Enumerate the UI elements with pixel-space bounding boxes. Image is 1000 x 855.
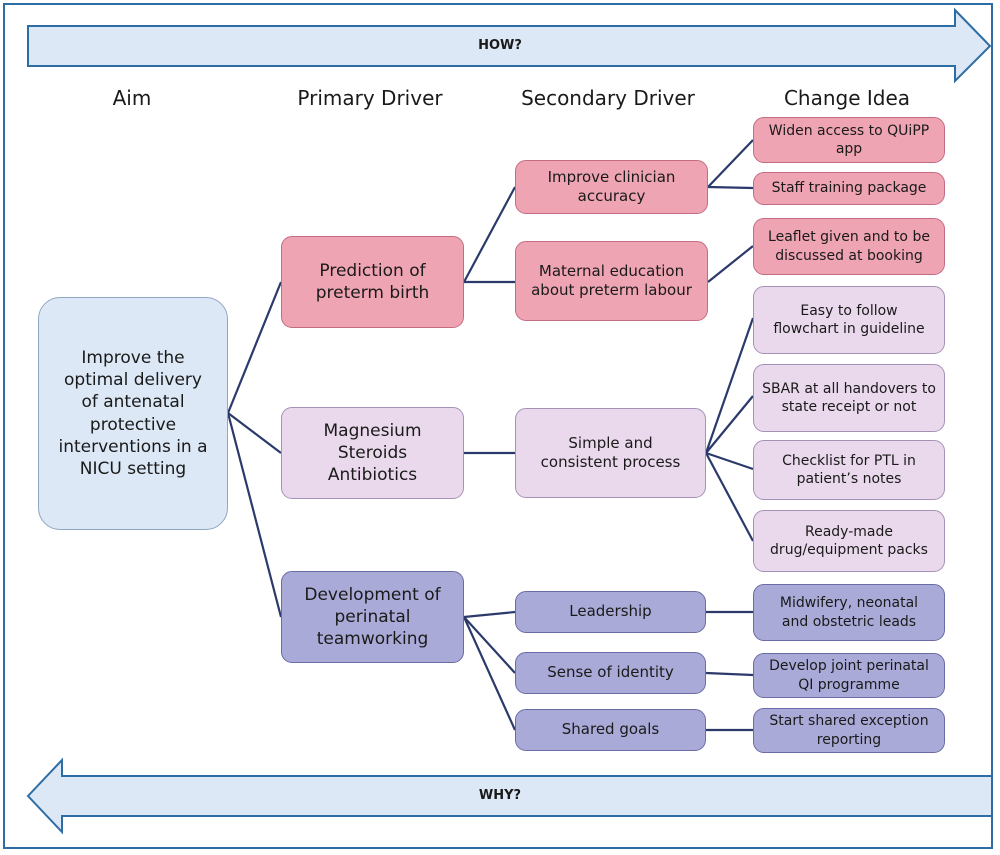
connector-s3-c7 bbox=[705, 452, 754, 542]
why-label: WHY? bbox=[478, 788, 522, 803]
aim-box: Improve the optimal delivery of antenata… bbox=[38, 297, 228, 530]
change-idea-qi-programme: Develop joint perinatal QI programme bbox=[753, 653, 945, 698]
connector-p3-s4 bbox=[463, 610, 516, 619]
connector-s3-c6 bbox=[705, 451, 754, 471]
connector-s3-c4 bbox=[704, 317, 755, 454]
connector-s3-c5 bbox=[705, 395, 754, 454]
primary-driver-teamworking: Development of perinatal teamworking bbox=[281, 571, 464, 663]
connector-aim-primary-1 bbox=[226, 281, 283, 414]
change-idea-leaflet: Leaflet given and to be discussed at boo… bbox=[753, 218, 945, 275]
header-aim: Aim bbox=[112, 86, 152, 110]
why-arrow bbox=[26, 757, 993, 835]
secondary-driver-leadership: Leadership bbox=[515, 591, 706, 633]
connector-aim-primary-2 bbox=[227, 412, 282, 454]
change-idea-drug-packs: Ready-made drug/equipment packs bbox=[753, 510, 945, 572]
connector-s1-c1 bbox=[707, 139, 754, 188]
how-label: HOW? bbox=[478, 38, 522, 53]
change-idea-sbar: SBAR at all handovers to state receipt o… bbox=[753, 364, 945, 432]
connector-s5-c9 bbox=[705, 671, 754, 677]
secondary-driver-process: Simple and consistent process bbox=[515, 408, 706, 498]
header-change-idea: Change Idea bbox=[783, 86, 911, 110]
primary-driver-prediction: Prediction of preterm birth bbox=[281, 236, 464, 328]
secondary-driver-shared-goals: Shared goals bbox=[515, 709, 706, 751]
change-idea-quipp-app: Widen access to QUiPP app bbox=[753, 117, 945, 163]
secondary-driver-education: Maternal education about preterm labour bbox=[515, 241, 708, 321]
change-idea-flowchart: Easy to follow flowchart in guideline bbox=[753, 286, 945, 354]
primary-driver-medication: Magnesium Steroids Antibiotics bbox=[281, 407, 464, 499]
connector-p1-s1 bbox=[463, 186, 516, 283]
header-primary-driver: Primary Driver bbox=[297, 86, 443, 110]
change-idea-leads: Midwifery, neonatal and obstetric leads bbox=[753, 584, 945, 641]
secondary-driver-identity: Sense of identity bbox=[515, 652, 706, 694]
change-idea-exception-reporting: Start shared exception reporting bbox=[753, 708, 945, 753]
secondary-driver-accuracy: Improve clinician accuracy bbox=[515, 160, 708, 214]
connector-p3-s6 bbox=[462, 616, 517, 731]
connector-s1-c2 bbox=[707, 185, 754, 190]
connector-s2-c3 bbox=[707, 245, 754, 283]
connector-aim-primary-3 bbox=[226, 412, 283, 618]
diagram-frame bbox=[3, 3, 993, 849]
change-idea-ptl-checklist: Checklist for PTL in patient’s notes bbox=[753, 440, 945, 500]
connector-p3-s5 bbox=[463, 616, 516, 674]
change-idea-staff-training: Staff training package bbox=[753, 172, 945, 205]
how-arrow bbox=[27, 7, 992, 84]
header-secondary-driver: Secondary Driver bbox=[521, 86, 695, 110]
